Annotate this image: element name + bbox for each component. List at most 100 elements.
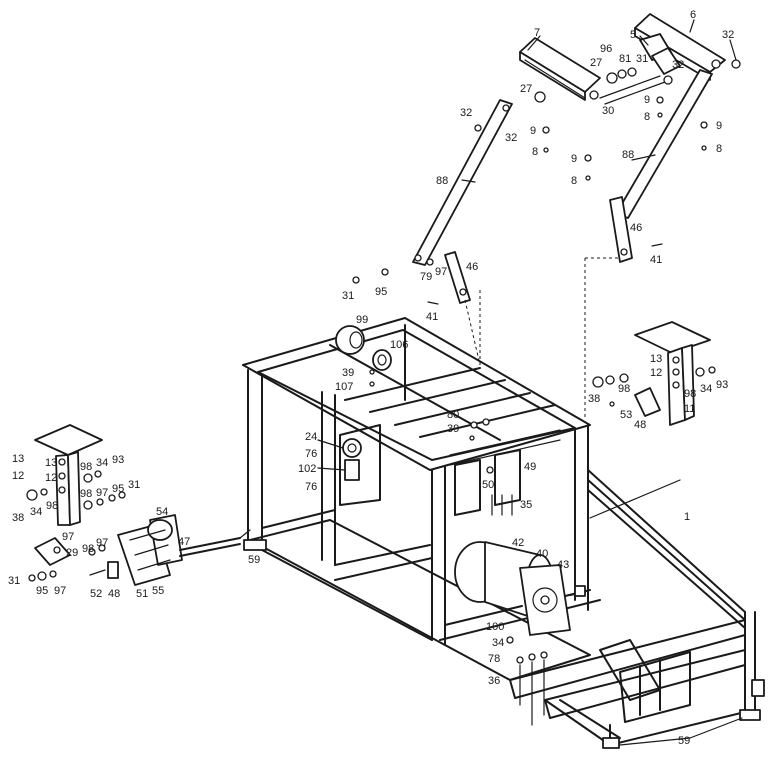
callout-98: 98 bbox=[618, 383, 630, 395]
part-number-labels: 6 5 32 7 96 81 31 27 32 27 30 9 8 9 8 32… bbox=[8, 9, 734, 747]
callout-30: 30 bbox=[602, 105, 614, 117]
callout-27: 27 bbox=[590, 57, 602, 69]
callout-6: 6 bbox=[690, 9, 696, 21]
callout-93: 93 bbox=[112, 454, 124, 466]
callout-98: 98 bbox=[80, 461, 92, 473]
callout-24: 24 bbox=[305, 431, 317, 443]
callout-13: 13 bbox=[12, 453, 24, 465]
callout-100: 100 bbox=[486, 621, 504, 633]
callout-13: 13 bbox=[650, 353, 662, 365]
callout-102: 102 bbox=[298, 463, 316, 475]
callout-9: 9 bbox=[716, 120, 722, 132]
right-support-arm bbox=[584, 69, 713, 420]
callout-93: 93 bbox=[716, 379, 728, 391]
callout-27: 27 bbox=[520, 83, 532, 95]
callout-51: 51 bbox=[136, 588, 148, 600]
callout-8: 8 bbox=[571, 175, 577, 187]
callout-39: 39 bbox=[342, 367, 354, 379]
callout-97: 97 bbox=[96, 487, 108, 499]
callout-34: 34 bbox=[30, 506, 42, 518]
callout-29: 29 bbox=[66, 547, 78, 559]
callout-35: 35 bbox=[520, 499, 532, 511]
callout-40: 40 bbox=[536, 548, 548, 560]
callout-80: 80 bbox=[447, 409, 459, 421]
callout-1: 1 bbox=[684, 511, 690, 523]
callout-88: 88 bbox=[436, 175, 448, 187]
head-rail-assembly bbox=[519, 13, 741, 105]
callout-31: 31 bbox=[636, 53, 648, 65]
callout-9: 9 bbox=[530, 125, 536, 137]
hardware bbox=[352, 96, 708, 726]
callout-42: 42 bbox=[512, 537, 524, 549]
callout-8: 8 bbox=[644, 111, 650, 123]
callout-39: 39 bbox=[447, 423, 459, 435]
callout-99: 99 bbox=[356, 314, 368, 326]
callout-81: 81 bbox=[619, 53, 631, 65]
callout-9: 9 bbox=[571, 153, 577, 165]
callout-9: 9 bbox=[644, 94, 650, 106]
callout-95: 95 bbox=[36, 585, 48, 597]
callout-43: 43 bbox=[557, 559, 569, 571]
pulley-assembly bbox=[335, 325, 392, 371]
callout-76: 76 bbox=[305, 448, 317, 460]
callout-98: 98 bbox=[80, 488, 92, 500]
leader-lines bbox=[317, 19, 743, 746]
callout-97: 97 bbox=[96, 537, 108, 549]
callout-32: 32 bbox=[460, 107, 472, 119]
callout-76: 76 bbox=[305, 481, 317, 493]
callout-48: 48 bbox=[634, 419, 646, 431]
callout-95: 95 bbox=[112, 483, 124, 495]
callout-59: 59 bbox=[248, 554, 260, 566]
callout-13: 13 bbox=[45, 457, 57, 469]
callout-107: 107 bbox=[335, 381, 353, 393]
callout-31: 31 bbox=[128, 479, 140, 491]
callout-7: 7 bbox=[534, 27, 540, 39]
callout-12: 12 bbox=[45, 472, 57, 484]
callout-47: 47 bbox=[178, 536, 190, 548]
callout-34: 34 bbox=[96, 457, 108, 469]
callout-12: 12 bbox=[650, 367, 662, 379]
callout-46: 46 bbox=[630, 222, 642, 234]
callout-88: 88 bbox=[622, 149, 634, 161]
callout-34: 34 bbox=[492, 637, 504, 649]
callout-52: 52 bbox=[90, 588, 102, 600]
callout-98: 98 bbox=[82, 543, 94, 555]
callout-97: 97 bbox=[62, 531, 74, 543]
callout-98: 98 bbox=[684, 388, 696, 400]
left-support-arm bbox=[412, 99, 513, 366]
right-mount-bracket bbox=[592, 321, 716, 426]
callout-32: 32 bbox=[672, 59, 684, 71]
callout-55: 55 bbox=[152, 585, 164, 597]
callout-49: 49 bbox=[524, 461, 536, 473]
left-mount-bracket bbox=[26, 424, 126, 582]
callout-50: 50 bbox=[482, 479, 494, 491]
callout-5: 5 bbox=[630, 29, 636, 41]
callout-31: 31 bbox=[342, 290, 354, 302]
callout-59: 59 bbox=[678, 735, 690, 747]
callout-32: 32 bbox=[722, 29, 734, 41]
callout-106: 106 bbox=[390, 339, 408, 351]
callout-54: 54 bbox=[156, 506, 168, 518]
callout-8: 8 bbox=[532, 146, 538, 158]
callout-78: 78 bbox=[488, 653, 500, 665]
callout-79: 79 bbox=[420, 271, 432, 283]
left-gearbox bbox=[117, 514, 251, 586]
main-frame bbox=[242, 317, 765, 749]
callout-38: 38 bbox=[588, 393, 600, 405]
callout-96: 96 bbox=[600, 43, 612, 55]
callout-97: 97 bbox=[54, 585, 66, 597]
callout-95: 95 bbox=[375, 286, 387, 298]
callout-36: 36 bbox=[488, 675, 500, 687]
callout-53: 53 bbox=[620, 409, 632, 421]
callout-97: 97 bbox=[435, 266, 447, 278]
callout-41: 41 bbox=[650, 254, 662, 266]
callout-48: 48 bbox=[108, 588, 120, 600]
callout-41: 41 bbox=[426, 311, 438, 323]
motor-assembly bbox=[454, 541, 586, 636]
callout-46: 46 bbox=[466, 261, 478, 273]
callout-11: 11 bbox=[684, 403, 695, 415]
callout-38: 38 bbox=[12, 512, 24, 524]
callout-12: 12 bbox=[12, 470, 24, 482]
callout-34: 34 bbox=[700, 383, 712, 395]
